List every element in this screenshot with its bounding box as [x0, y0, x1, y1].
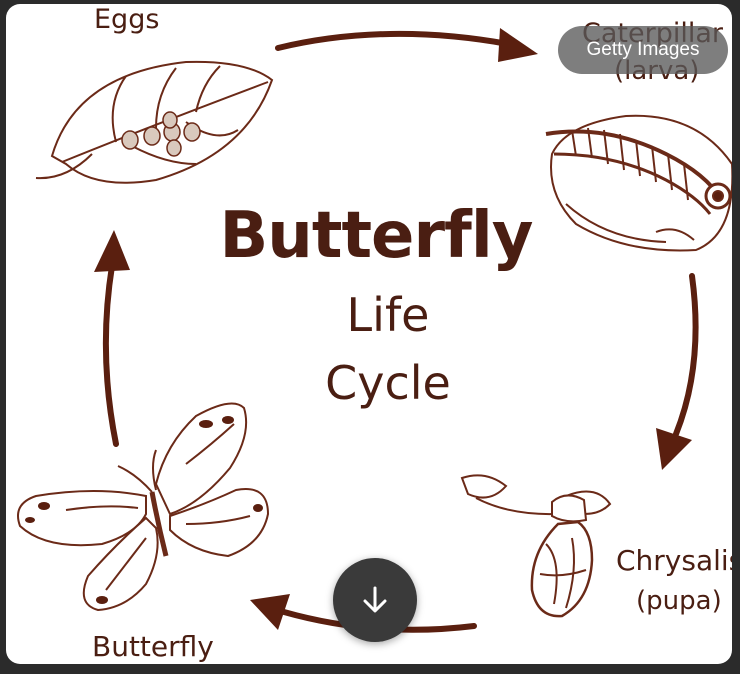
download-button[interactable]: [333, 558, 417, 642]
arrow-eggs-to-caterpillar: [275, 30, 511, 51]
arrow-butterfly-to-eggs: [102, 263, 119, 447]
label-butterfly: Butterfly: [92, 630, 214, 663]
arrow-caterpillar-to-chrysalis: [673, 273, 699, 437]
diagram-subtitle-cycle: Cycle: [325, 356, 451, 410]
label-chrysalis: Chrysalis: [616, 544, 732, 577]
arrowhead-top: [498, 28, 538, 62]
label-eggs: Eggs: [94, 4, 160, 35]
download-arrow-icon: [363, 586, 387, 613]
diagram-title: Butterfly: [219, 199, 534, 273]
arrowhead-left: [94, 230, 130, 272]
eggs-leaf-illustration: [35, 60, 274, 184]
chrysalis-illustration: [460, 474, 612, 618]
diagram-card: Butterfly Life Cycle Eggs Caterpillar (l…: [6, 4, 732, 664]
arrowhead-right: [656, 428, 692, 470]
caterpillar-illustration: [545, 114, 732, 252]
life-cycle-artwork: [17, 28, 732, 633]
getty-images-badge[interactable]: Getty Images: [558, 26, 728, 74]
butterfly-illustration: [17, 402, 270, 612]
label-chrysalis-stage: (pupa): [636, 586, 722, 616]
arrowhead-bottom: [250, 594, 290, 630]
diagram-subtitle-life: Life: [346, 288, 430, 342]
